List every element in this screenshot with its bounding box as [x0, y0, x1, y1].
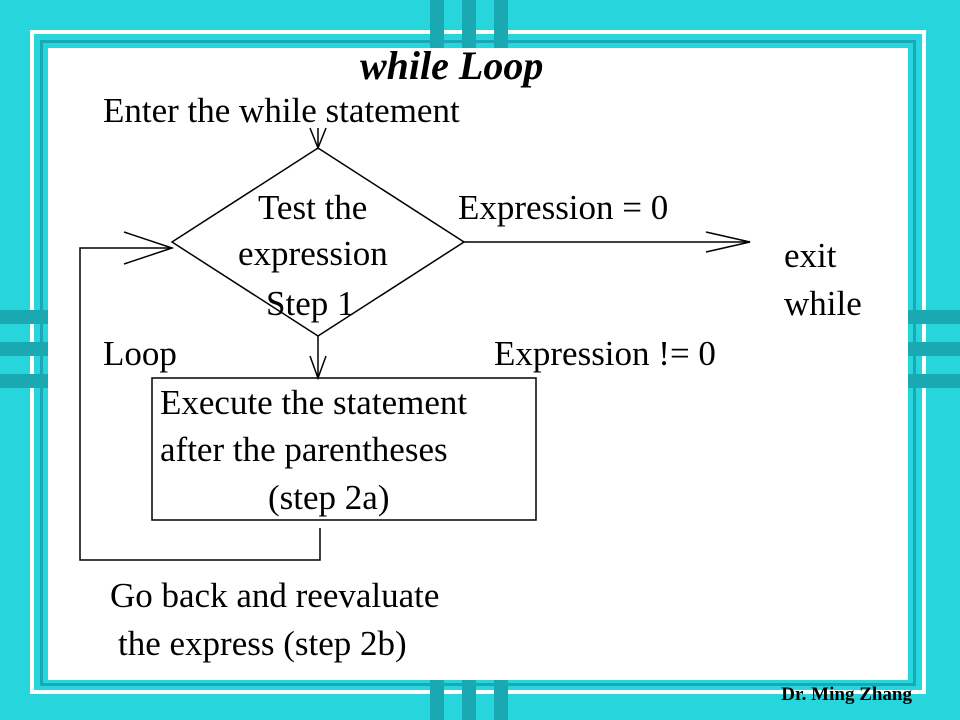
- decision-text-line3: Step 1: [266, 284, 355, 323]
- decision-text-line2: expression: [238, 234, 388, 273]
- decor-bar-top-3: [494, 0, 508, 48]
- decision-text-line1: Test the: [258, 188, 368, 227]
- author-label: Dr. Ming Zhang: [781, 684, 912, 705]
- execute-text-line2: after the parentheses: [160, 430, 448, 469]
- frame-inner-line: [40, 40, 916, 686]
- loop-back-line: [79, 247, 321, 561]
- decor-bar-top-1: [430, 0, 444, 48]
- frame-outer-line: [30, 30, 926, 694]
- loop-label: Loop: [103, 334, 177, 373]
- decor-bar-left-3: [0, 374, 48, 388]
- decor-bar-right-3: [908, 374, 960, 388]
- go-back-text-line2: the express (step 2b): [118, 624, 407, 663]
- decor-bar-left-1: [0, 310, 48, 324]
- decor-bar-top-2: [462, 0, 476, 48]
- loop-back-arrowhead: [123, 231, 175, 265]
- go-back-text-line1: Go back and reevaluate: [110, 576, 440, 615]
- decor-bar-right-2: [908, 342, 960, 356]
- slide-title: while Loop: [360, 43, 544, 88]
- execute-box: [151, 377, 537, 521]
- decor-bar-bottom-2: [462, 672, 476, 720]
- exit-arrowhead: [705, 231, 751, 253]
- decor-bar-bottom-3: [494, 672, 508, 720]
- false-condition-label: Expression = 0: [458, 188, 669, 227]
- decor-bar-left-2: [0, 342, 48, 356]
- true-condition-label: Expression != 0: [494, 334, 716, 373]
- decor-bar-right-1: [908, 310, 960, 324]
- enter-label: Enter the while statement: [103, 91, 460, 130]
- execute-text-line1: Execute the statement: [160, 383, 468, 422]
- slide-content-panel: [48, 48, 908, 680]
- exit-label-line2: while: [784, 284, 862, 323]
- exit-label-line1: exit: [784, 236, 837, 275]
- execute-text-line3: (step 2a): [268, 478, 390, 517]
- decor-bar-bottom-1: [430, 672, 444, 720]
